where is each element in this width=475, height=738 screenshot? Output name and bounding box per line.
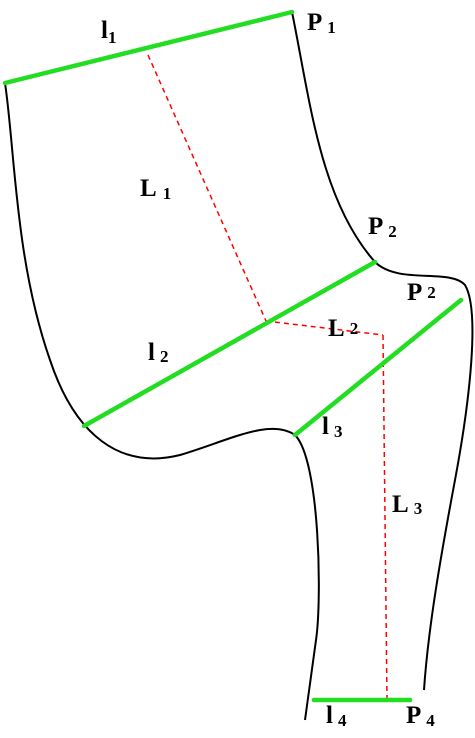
body-outline — [4, 11, 474, 721]
outline-left-back — [4, 82, 296, 460]
axis-lines — [147, 54, 388, 701]
axis-L3 — [382, 334, 388, 701]
axis-L2 — [265, 320, 384, 336]
label-l1: l1 — [101, 17, 116, 47]
segment-l2 — [81, 259, 378, 429]
outline-right-thigh — [291, 11, 474, 691]
segment-l1 — [2, 9, 295, 86]
axis-L1 — [147, 54, 267, 322]
width-segments — [2, 9, 464, 703]
segment-l3 — [292, 297, 464, 438]
outline-front-shin — [294, 434, 320, 721]
